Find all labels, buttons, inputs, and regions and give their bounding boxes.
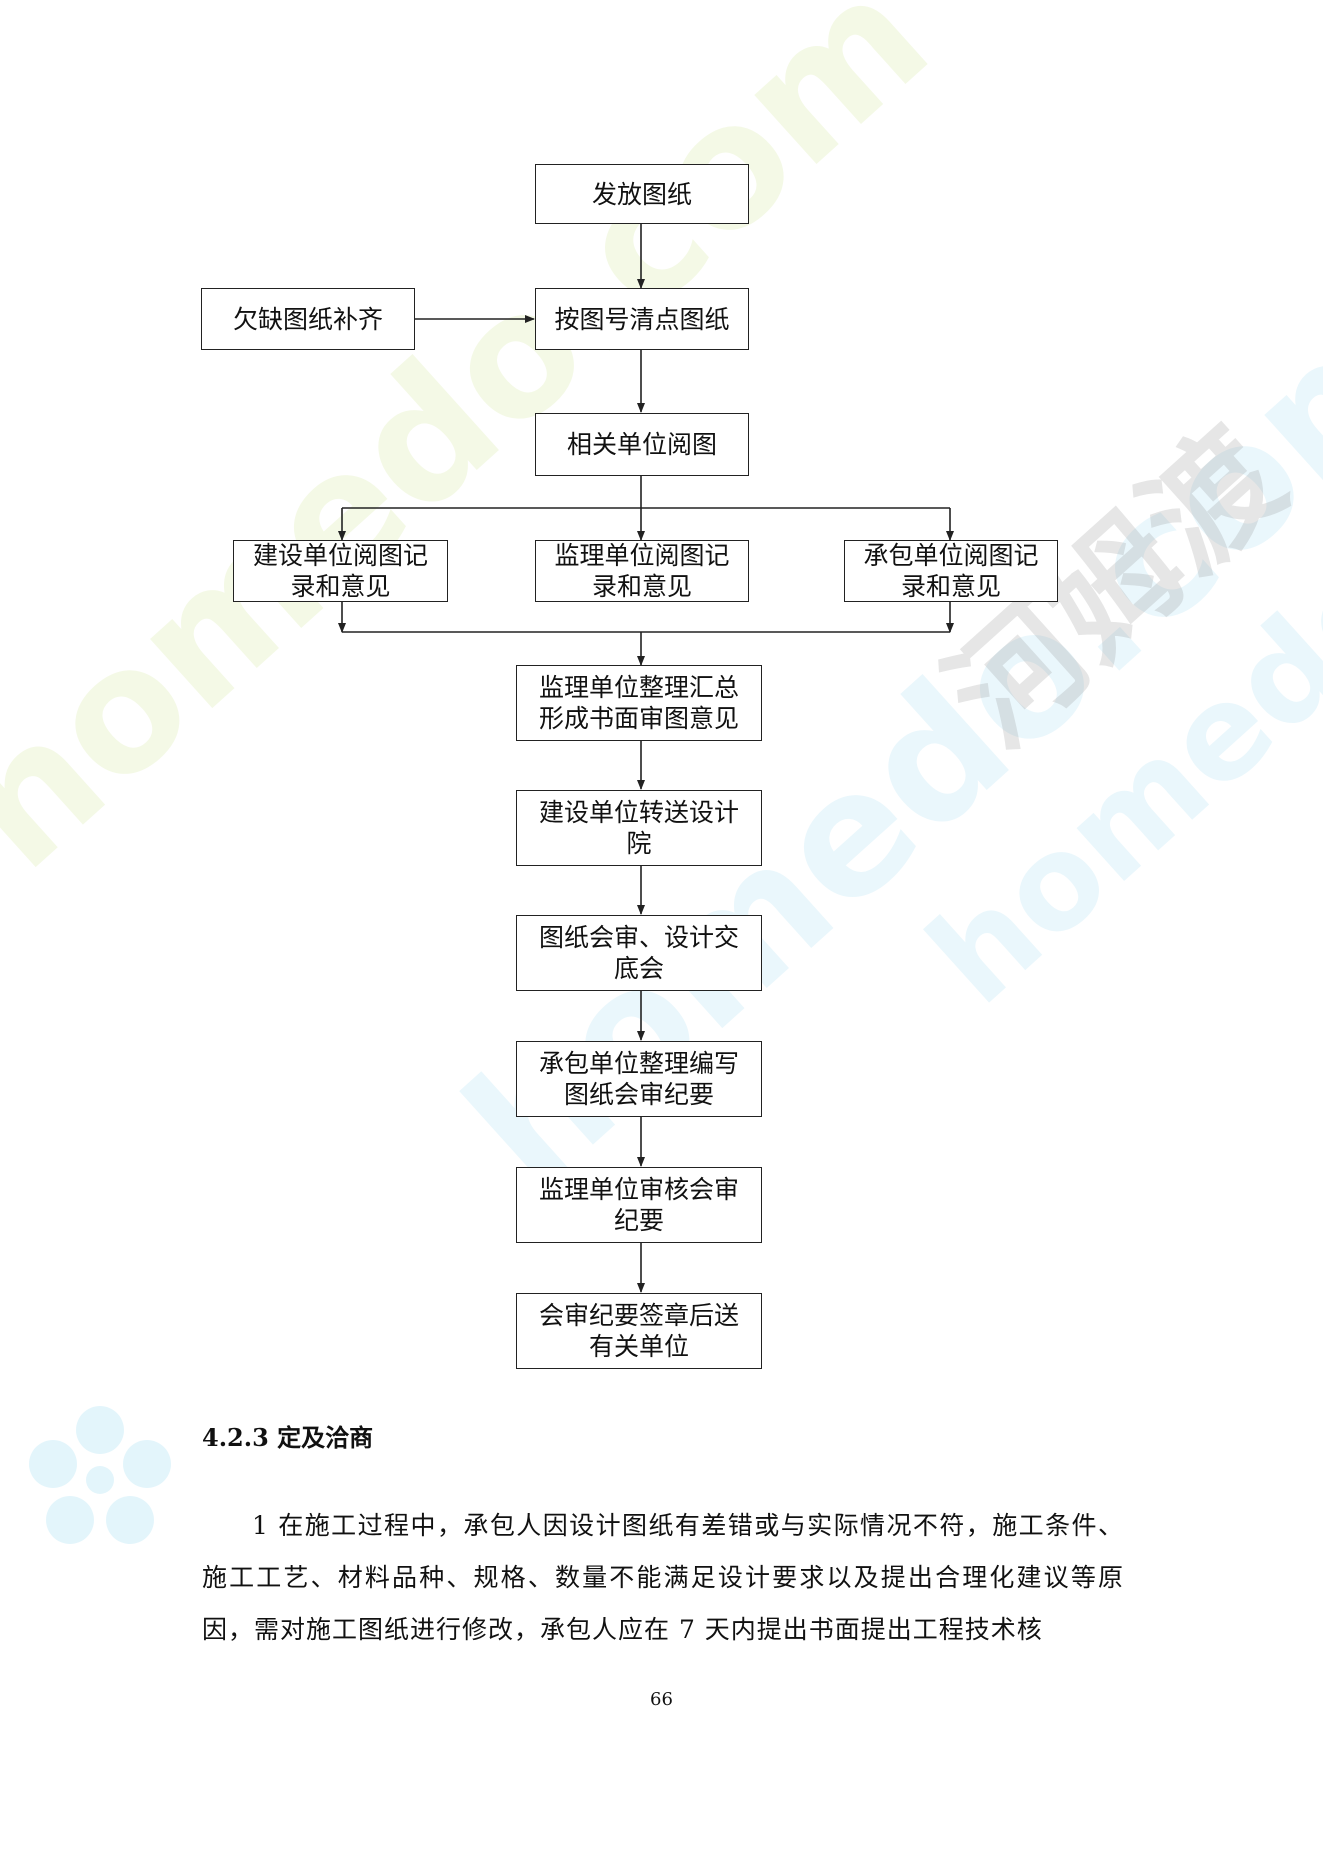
node-contractor-write-minutes: 承包单位整理编写 图纸会审纪要 xyxy=(516,1041,762,1117)
watermark-flower-logo xyxy=(29,1406,171,1544)
node-contractor-review-record: 承包单位阅图记 录和意见 xyxy=(844,540,1058,602)
node-issue-drawings: 发放图纸 xyxy=(535,164,749,224)
node-supplement-missing-drawings: 欠缺图纸补齐 xyxy=(201,288,415,350)
section-paragraph: 1 在施工过程中，承包人因设计图纸有差错或与实际情况不符，施工条件、施工工艺、材… xyxy=(202,1511,1124,1644)
node-supervisor-review-record: 监理单位阅图记 录和意见 xyxy=(535,540,749,602)
node-supervisor-summarize: 监理单位整理汇总 形成书面审图意见 xyxy=(516,665,762,741)
section-heading: 4.2.3 定及洽商 xyxy=(202,1423,374,1452)
node-drawing-review-meeting: 图纸会审、设计交 底会 xyxy=(516,915,762,991)
node-owner-review-record: 建设单位阅图记 录和意见 xyxy=(233,540,448,602)
node-supervisor-approve-minutes: 监理单位审核会审 纪要 xyxy=(516,1167,762,1243)
page-number: 66 xyxy=(650,1689,673,1710)
node-owner-forward-design-institute: 建设单位转送设计 院 xyxy=(516,790,762,866)
review-flowchart: 发放图纸 欠缺图纸补齐 按图号清点图纸 相关单位阅图 建设单位阅图记 录和意见 … xyxy=(201,164,1058,1369)
node-check-drawings-by-number: 按图号清点图纸 xyxy=(535,288,749,350)
node-send-signed-minutes: 会审纪要签章后送 有关单位 xyxy=(516,1293,762,1369)
node-units-review-drawings: 相关单位阅图 xyxy=(535,413,749,476)
flowchart-connectors xyxy=(338,224,954,1293)
